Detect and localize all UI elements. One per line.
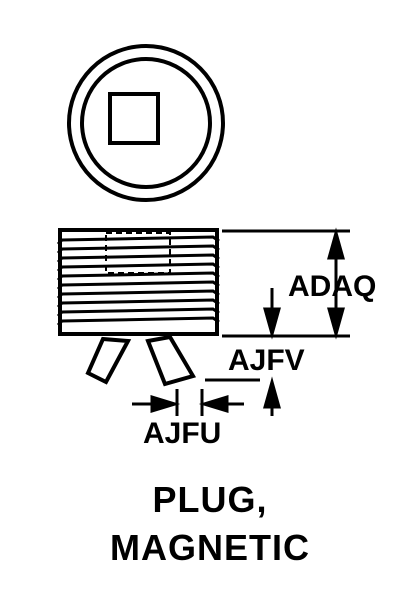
ajfu-label: AJFU [143, 417, 221, 450]
right-pole [145, 334, 197, 387]
ajfv-dimension [205, 288, 281, 416]
ajfv-label: AJFV [228, 344, 305, 377]
thread-line [56, 244, 220, 255]
left-pole [85, 336, 132, 385]
body-outline [58, 228, 219, 336]
ajfu-dimension [132, 389, 244, 416]
thread-line [56, 316, 220, 327]
thread-line [56, 253, 220, 264]
thread-line [56, 235, 220, 246]
threaded-body [56, 228, 220, 336]
thread-line [56, 262, 220, 273]
top-view [67, 44, 225, 202]
thread-line [56, 271, 220, 282]
adaq-label: ADAQ [288, 270, 376, 303]
thread-line [56, 289, 220, 300]
thread-line [56, 307, 220, 318]
inner-rim [80, 57, 212, 189]
adaq-dimension [222, 227, 350, 340]
part-title-line2: MAGNETIC [110, 527, 310, 568]
thread-line [56, 298, 220, 309]
square-socket [108, 92, 160, 145]
part-title-line1: PLUG, [152, 479, 268, 520]
outer-rim [67, 44, 225, 202]
hidden-socket [105, 232, 171, 274]
magnet-poles [85, 334, 197, 387]
thread-lines [56, 235, 220, 327]
thread-line [56, 280, 220, 291]
